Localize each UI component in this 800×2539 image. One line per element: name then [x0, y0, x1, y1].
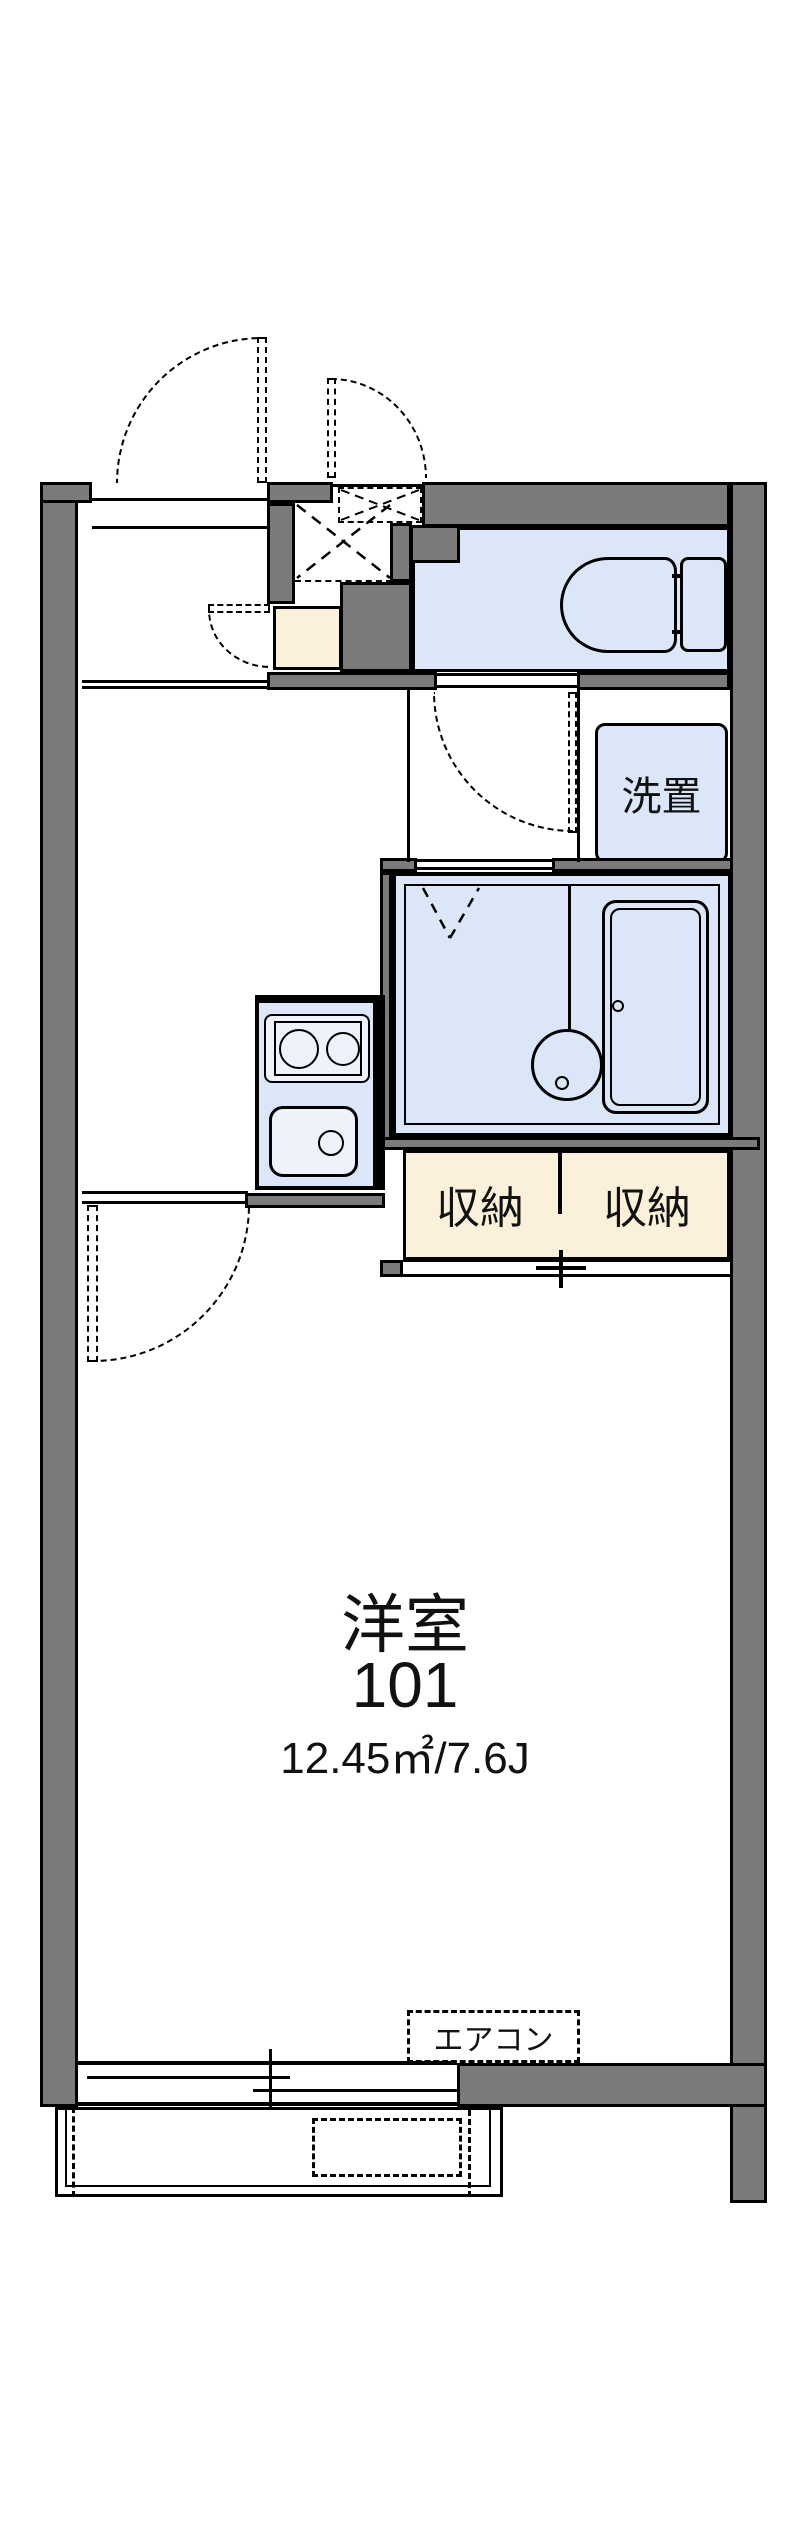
wall-top-right [422, 482, 730, 527]
storage-right-label: 収納 [603, 1184, 691, 1233]
stove-burner-left [279, 1029, 319, 1069]
wall-top-middle [267, 482, 333, 503]
entrance-step-line-2 [82, 686, 267, 689]
toilet-bowl [560, 557, 677, 653]
window-bottom-line [78, 2102, 457, 2106]
toilet-corner-notch [410, 525, 460, 563]
kitchen-sink-drain [318, 1130, 344, 1156]
room-name-label: 洋室 [341, 1589, 469, 1661]
storage-x-icon [296, 504, 391, 579]
wall-toilet-left-lower [340, 582, 412, 672]
washroom-door-arc [433, 692, 573, 832]
wall-bath-top-left [380, 858, 417, 872]
toilet-joint-bottom [672, 630, 681, 634]
bath-door-threshold-1 [417, 859, 552, 862]
window-sash-left [87, 2076, 290, 2079]
entrance-upper-shelf [338, 487, 422, 523]
wall-hall-band [267, 672, 437, 690]
wall-hall-divider [267, 503, 295, 604]
stove-burner-right [326, 1032, 360, 1066]
entrance-threshold-line-1 [92, 498, 267, 501]
toilet-door-threshold [333, 484, 422, 487]
room-number-label: 101 [351, 1649, 459, 1721]
toilet-door-arc [331, 378, 427, 478]
bathroom-inner-line [404, 884, 720, 1125]
bath-folding-door [413, 882, 488, 944]
corridor-edge-right [577, 690, 580, 862]
balcony-partition-left [72, 2107, 75, 2197]
wall-left [40, 482, 78, 2107]
window-center-tick [269, 2049, 272, 2120]
wash-basin [531, 1029, 603, 1101]
kitchen-right-band [373, 1003, 385, 1190]
entrance-threshold-line-2 [92, 526, 270, 529]
wall-kitchen-band [245, 1193, 385, 1208]
kitchen-counter-edge [255, 995, 385, 1003]
storage-door-tick-h [536, 1266, 586, 1270]
storage-left-label: 収納 [436, 1184, 524, 1233]
corridor-edge-left [407, 690, 410, 862]
storage-divider [558, 1150, 562, 1214]
bathtub-inner [610, 908, 701, 1106]
wash-basin-drain [555, 1076, 569, 1090]
bathtub-drain-dot [612, 1000, 624, 1012]
room-door-arc [93, 1205, 250, 1362]
shoe-cabinet-door-arc [208, 610, 270, 668]
wall-washroom-band [577, 672, 730, 690]
window-sash-right [253, 2089, 457, 2092]
wall-bottom-right [457, 2063, 767, 2107]
shoe-cabinet [273, 606, 342, 670]
washer-space-label: 洗置 [621, 775, 702, 819]
window-top-line [78, 2061, 457, 2065]
kitchen-boundary-line-1 [82, 1191, 248, 1194]
balcony-inner-line [65, 2107, 491, 2187]
toilet-tank [680, 557, 727, 652]
wall-top-left [40, 482, 92, 503]
room-area-label: 12.45㎡/7.6J [280, 1734, 530, 1783]
wall-toilet-left-upper [390, 523, 412, 582]
bath-divider-line [568, 886, 571, 1030]
aircon-label-box: エアコン [407, 2010, 580, 2063]
balcony-partition-right [468, 2110, 471, 2197]
storage-closet [403, 1150, 730, 1260]
bathtub [602, 900, 709, 1114]
washroom-door-threshold-1 [437, 673, 577, 676]
toilet-joint-top [672, 574, 681, 578]
kitchen-stove-inner [274, 1021, 362, 1076]
storage-front-line-1 [403, 1258, 730, 1262]
wall-right [730, 482, 767, 2203]
entrance-storage-nook [295, 503, 392, 582]
entrance-door-arc [116, 337, 262, 483]
wall-bath-top-right [552, 858, 733, 872]
kitchen-sink [269, 1106, 358, 1177]
washroom-door-threshold-2 [437, 685, 577, 688]
bath-door-threshold-2 [417, 867, 552, 870]
wall-bath-bottom [380, 1137, 760, 1150]
outdoor-unit [312, 2118, 462, 2177]
entrance-step-line-1 [82, 680, 267, 683]
kitchen-boundary-line-2 [82, 1201, 248, 1204]
folding-door-icon [421, 887, 481, 939]
